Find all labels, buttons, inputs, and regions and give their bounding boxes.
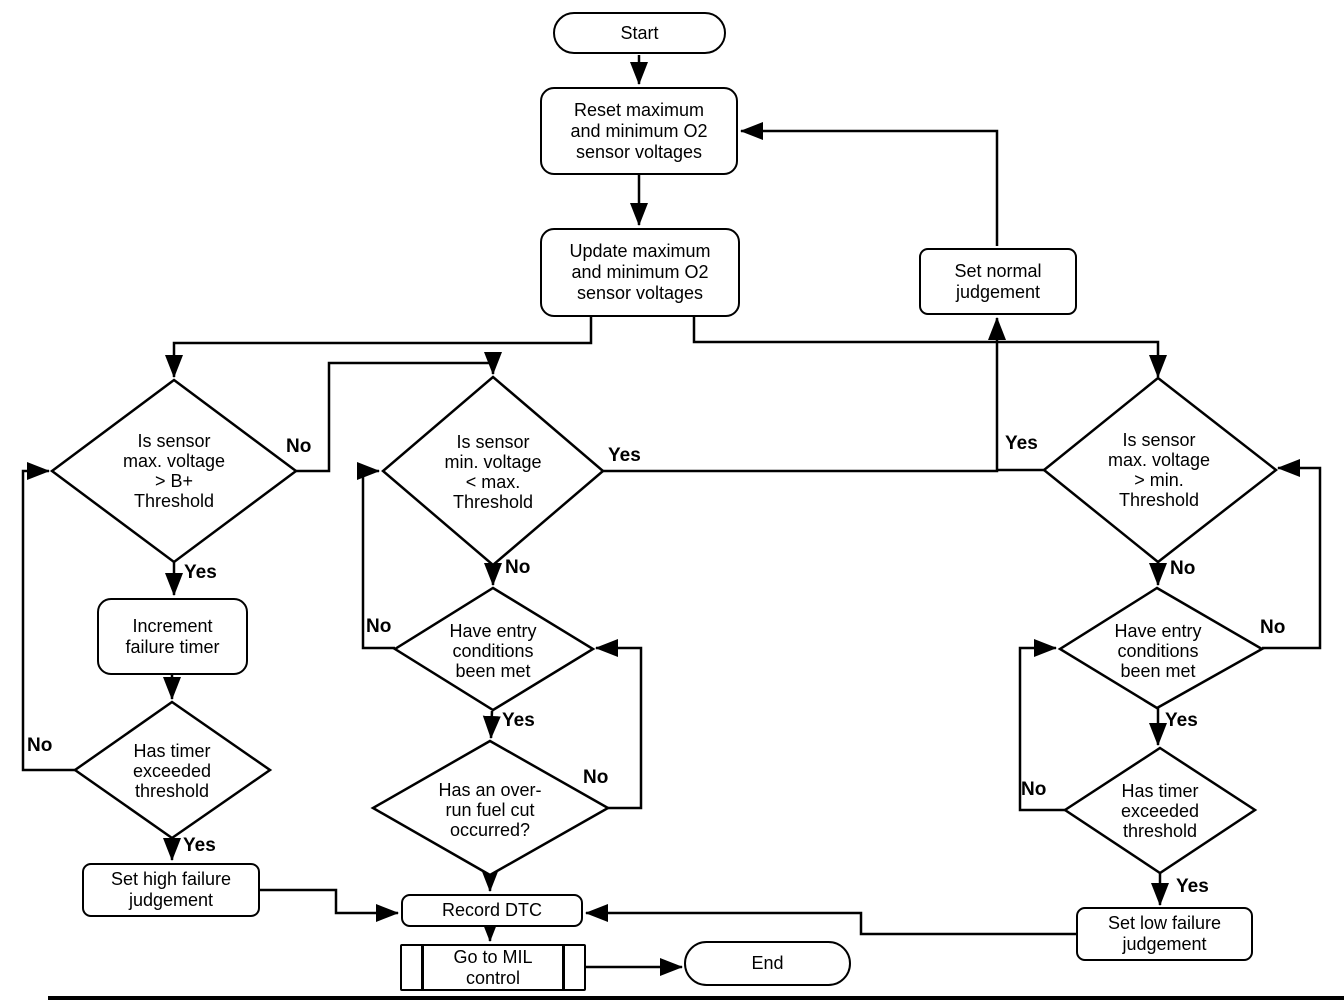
edge-timerright-no-loop [1018,639,1065,812]
diamond-overrun [370,739,611,877]
update-voltages-process: Update maximum and minimum O2 sensor vol… [540,228,740,317]
label-left-no: No [286,436,312,457]
label-overrun-no: No [583,767,609,788]
label-timer-right-no: No [1021,779,1047,800]
edges [21,55,1322,976]
diamond-max-gt-min [1042,376,1279,564]
edge-overrun-no-loop [595,639,643,810]
diamond-entry-mid [392,586,596,712]
record-dtc-process: Record DTC [401,894,583,927]
decision-timer-right-label: Has timer exceeded threshold [1120,781,1200,841]
decision-min-voltage-max-label: Is sensor min. voltage < max. Threshold [444,432,542,512]
edge-update-to-right-diamond [692,317,1167,378]
edge-entrymid-no-loop [357,462,395,650]
reset-voltages-process: Reset maximum and minimum O2 sensor volt… [540,87,738,175]
diamond-timer-left [72,700,273,840]
label-timer-left-no: No [27,735,53,756]
edge-setlow-to-record [585,904,1076,936]
decision-max-voltage-bplus-label: Is sensor max. voltage > B+ Threshold [122,431,226,511]
label-entry-mid-yes: Yes [502,710,535,731]
decision-diamonds [49,375,1279,877]
label-entry-mid-no: No [366,616,392,637]
label-timer-right-yes: Yes [1176,876,1209,897]
label-entry-right-no: No [1260,617,1286,638]
set-high-failure-process: Set high failure judgement [82,863,260,917]
edge-setnormal-to-reset [740,122,999,246]
page-rule [48,996,1344,1000]
decision-timer-left-label: Has timer exceeded threshold [132,741,212,801]
edge-update-to-left-diamond [165,317,593,378]
edge-left-no-to-middle-diamond [296,352,502,473]
label-merge-yes: Yes [1005,433,1038,454]
start-terminator: Start [553,12,726,54]
decision-entry-conditions-right-label: Have entry conditions been met [1114,621,1202,681]
label-right-no: No [1170,558,1196,579]
edge-timer-no-loop [21,462,75,772]
label-middle-no: No [505,557,531,578]
label-entry-right-yes: Yes [1165,710,1198,731]
edge-entrymid-yes-to-overrun [482,710,501,739]
decision-overrun-fuel-cut-label: Has an over- run fuel cut occurred? [438,780,542,840]
diamond-min-lt-max [381,375,605,567]
diamond-entry-right [1057,586,1265,710]
diamond-max-gt-bplus [49,378,299,564]
label-left-yes: Yes [184,562,217,583]
set-low-failure-process: Set low failure judgement [1076,907,1253,961]
set-normal-judgement-process: Set normal judgement [919,248,1077,315]
label-timer-left-yes: Yes [183,835,216,856]
go-to-mil-control-subroutine: Go to MIL control [400,944,586,991]
increment-failure-timer-process: Increment failure timer [97,598,248,675]
decision-entry-conditions-mid-label: Have entry conditions been met [449,621,537,681]
end-terminator: End [684,941,851,986]
edge-sethigh-to-record [260,888,399,922]
diamond-timer-right [1062,746,1258,875]
decision-max-voltage-min-label: Is sensor max. voltage > min. Threshold [1107,430,1211,510]
label-middle-yes: Yes [608,445,641,466]
edge-entryright-no-loop [1262,459,1322,650]
